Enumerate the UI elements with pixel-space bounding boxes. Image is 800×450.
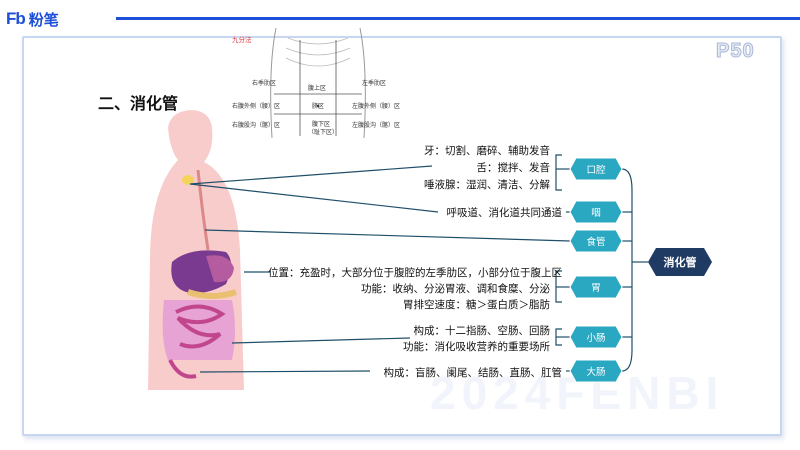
oral-detail-salivary: 唾液腺：湿润、清洁、分解 <box>424 179 550 191</box>
node-shape <box>569 157 623 181</box>
header-rule <box>116 17 800 20</box>
node-small-intestine: 小肠 <box>586 333 606 344</box>
nine-region-title: 九分法 <box>232 36 252 44</box>
region-sub-label: （耻下区） <box>308 129 339 136</box>
region-label: 左腹外侧（腰）区 <box>352 103 401 110</box>
region-label: 腹上区 <box>308 85 327 92</box>
region-label: 右腹外侧（腰）区 <box>232 103 281 110</box>
page-number: P50 <box>716 40 755 63</box>
stomach-detail-emptying: 胃排空速度：糖＞蛋白质＞脂肪 <box>403 299 550 311</box>
stomach-detail-function: 功能：收纳、分泌胃液、调和食糜、分泌 <box>361 283 550 295</box>
nine-region-figure: 九分法 右季肋区 左季肋区 腹上区 右腹外侧（腰）区 脐区 左腹外侧（腰）区 右… <box>228 28 408 138</box>
oral-detail-teeth: 牙：切割、磨碎、辅助发音 <box>424 145 550 157</box>
node-shape <box>569 200 623 224</box>
slide-frame <box>22 36 782 436</box>
node-stomach: 胃 <box>591 283 601 294</box>
oral-detail-tongue: 舌：搅拌、发音 <box>476 162 551 174</box>
small-intestine-detail-structure: 构成：十二指肠、空肠、回肠 <box>413 325 551 337</box>
node-esophagus: 食管 <box>586 237 606 248</box>
node-pharynx: 咽 <box>591 208 601 219</box>
region-label: 右季肋区 <box>252 80 277 87</box>
node-large-intestine: 大肠 <box>586 367 606 378</box>
brand-name: 粉笔 <box>28 10 59 29</box>
node-shape <box>569 325 623 349</box>
region-label: 右腹股沟（髂）区 <box>232 122 281 129</box>
node-shape <box>569 275 623 299</box>
root-node-digestive-tract: 消化管 <box>663 256 697 269</box>
stomach-detail-position: 位置：充盈时，大部分位于腹腔的左季肋区，小部分位于腹上区 <box>268 267 562 279</box>
root-node-shape <box>648 248 712 276</box>
section-heading: 二、消化管 <box>98 94 179 113</box>
large-intestine-detail-structure: 构成：盲肠、阑尾、结肠、直肠、肛管 <box>383 367 563 379</box>
node-shape <box>569 229 623 253</box>
node-shape <box>569 359 623 383</box>
pharynx-detail: 呼吸道、消化道共同通道 <box>446 207 563 219</box>
torso-outline <box>270 28 366 138</box>
region-label: 左腹股沟（髂）区 <box>352 122 401 129</box>
region-label: 左季肋区 <box>362 80 387 87</box>
region-label: 腹下区 <box>312 121 331 128</box>
small-intestine-detail-function: 功能：消化吸收营养的重要场所 <box>403 341 550 353</box>
node-oral-cavity: 口腔 <box>586 165 606 176</box>
brand-mark: Fb <box>6 9 26 28</box>
brand-logo: Fb 粉笔 <box>6 8 59 30</box>
region-label: 脐区 <box>312 103 325 110</box>
